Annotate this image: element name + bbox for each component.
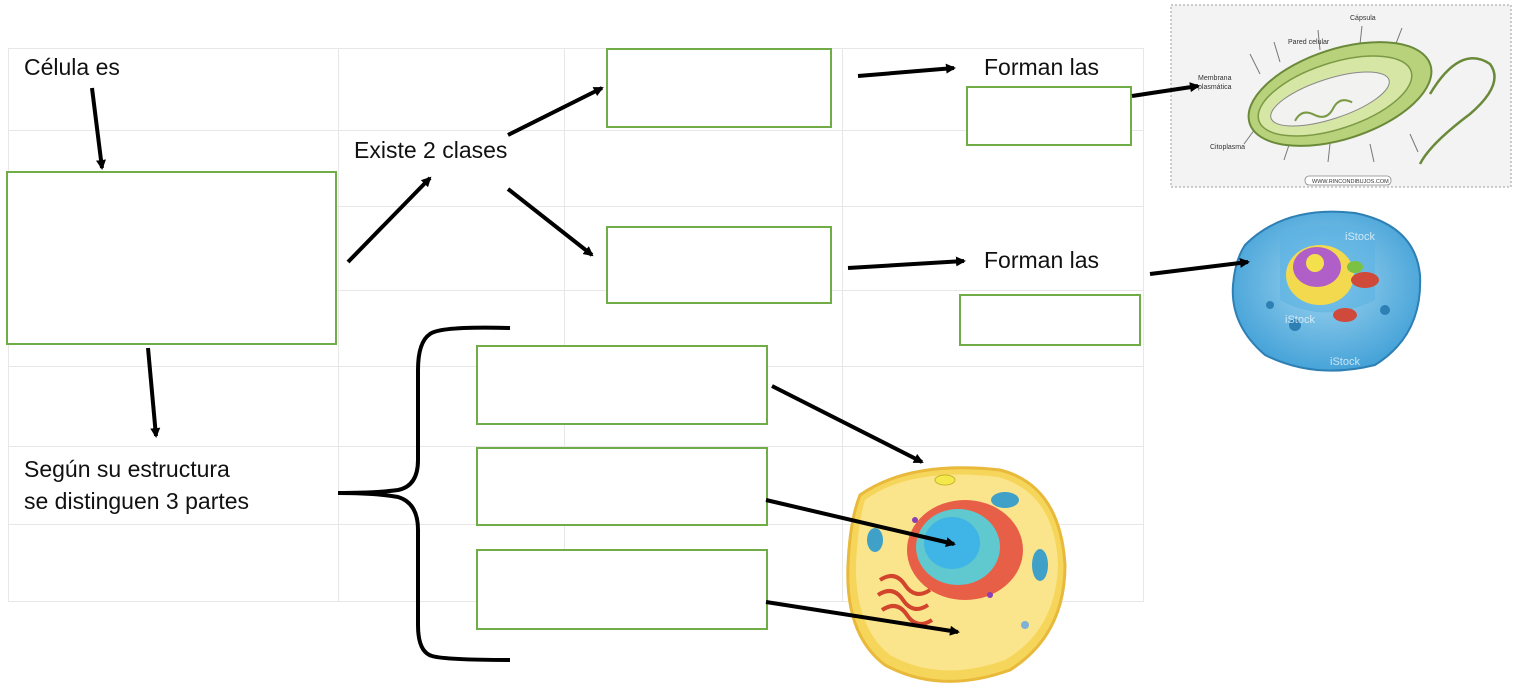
istock-watermark: iStock [1345, 231, 1375, 243]
part-2-box[interactable] [476, 447, 768, 526]
arrow-part3-to-cell [765, 600, 960, 636]
arrow-box-down [146, 347, 161, 438]
arrow-class1-to-forman [857, 63, 956, 78]
svg-text:Cápsula: Cápsula [1350, 15, 1376, 22]
arrow-part2-to-cell [765, 498, 956, 548]
class-1-box[interactable] [606, 48, 832, 128]
arrow-box-to-clases [346, 176, 432, 264]
arrow-clases-to-class1 [507, 86, 604, 137]
arrow-clases-to-class2 [506, 187, 594, 257]
part-1-box[interactable] [476, 345, 768, 425]
existe-clases-label: Existe 2 clases [354, 137, 508, 163]
eukaryote-cell-image: iStock iStock iStock [1231, 210, 1422, 372]
forman-las-label-2: Forman las [984, 247, 1100, 273]
curly-brace [337, 325, 511, 662]
svg-text:Pared celular: Pared celular [1288, 39, 1330, 46]
arrow-class2-to-forman [847, 256, 966, 270]
forman-2-box[interactable] [959, 294, 1141, 346]
svg-text:Membrana: Membrana [1198, 75, 1232, 82]
segun-estructura-label-line2: se distinguen 3 partes [24, 488, 250, 514]
part-3-box[interactable] [476, 549, 768, 630]
svg-text:WWW.RINCONDIBUJOS.COM: WWW.RINCONDIBUJOS.COM [1312, 179, 1389, 185]
svg-text:plasmática: plasmática [1198, 84, 1232, 91]
arrow-forman1-to-image [1131, 82, 1200, 98]
arrow-part1-to-cell [771, 384, 924, 464]
forman-las-label-1: Forman las [984, 54, 1100, 80]
arrow-celula-down [90, 87, 106, 170]
istock-watermark-2: iStock [1285, 314, 1315, 326]
svg-text:Citoplasma: Citoplasma [1210, 144, 1245, 151]
forman-1-box[interactable] [966, 86, 1132, 146]
animal-cell-image [846, 466, 1067, 683]
arrow-forman2-to-image [1149, 258, 1250, 276]
celula-es-label: Célula es [24, 54, 120, 80]
background-grid [8, 48, 1144, 602]
celula-definition-box[interactable] [6, 171, 337, 345]
class-2-box[interactable] [606, 226, 832, 304]
prokaryote-cell-image: Pared celular Cápsula Membrana plasmátic… [1170, 4, 1512, 188]
segun-estructura-label-line1: Según su estructura [24, 456, 230, 482]
istock-watermark-3: iStock [1330, 356, 1360, 368]
